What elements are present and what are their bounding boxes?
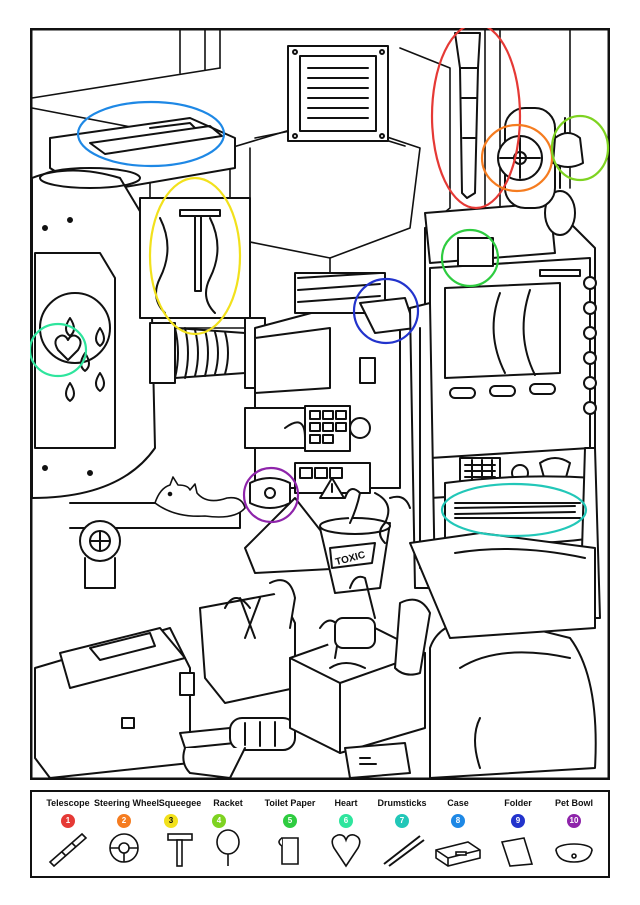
case-icon [435,841,481,867]
legend-item-racket[interactable]: Racket 4 [198,798,258,874]
drumsticks-icon [383,835,425,867]
legend-item-drumsticks[interactable]: Drumsticks 7 [372,798,432,874]
legend-label: Heart [334,798,358,808]
window [139,197,251,319]
folder-icon [500,837,534,867]
sleeping-cat [154,476,246,518]
heart-in-scene [54,334,82,361]
screwdriver [179,717,296,779]
legend-number-badge: 3 [164,814,178,828]
lower-right-console [409,532,596,639]
chair [429,617,597,779]
steering-wheel-icon [109,833,139,863]
legend-number-badge: 8 [451,814,465,828]
legend-item-steering-wheel[interactable]: Steering Wheel 2 [94,798,160,874]
legend-item-telescope[interactable]: Telescope 1 [38,798,98,874]
legend-number-badge: 6 [339,814,353,828]
legend-label: Telescope [46,798,90,808]
legend-number-badge: 2 [117,814,131,828]
legend-number-badge: 5 [283,814,297,828]
legend-item-case[interactable]: Case 8 [428,798,488,874]
legend-number-badge: 4 [212,814,226,828]
scene-illustration: TOXIC [28,22,611,781]
squeegee-icon [167,833,193,867]
legend-label: Racket [213,798,243,808]
drumsticks-in-scene [454,505,576,515]
hidden-object-scene[interactable]: TOXIC [28,22,611,781]
toilet-paper-icon [278,837,299,865]
legend-item-heart[interactable]: Heart 6 [316,798,376,874]
drum-crate [289,575,426,754]
bellows-pipe [149,317,266,389]
marker-squeegee [148,176,242,336]
heart-icon [331,834,361,868]
legend-number-badge: 10 [567,814,581,828]
legend-item-pet-bowl[interactable]: Pet Bowl 10 [544,798,604,874]
legend-number-badge: 1 [61,814,75,828]
crate-bottle [394,598,431,676]
legend-label: Steering Wheel [94,798,160,808]
marker-steering-wheel [480,123,554,193]
toolbox [34,627,195,779]
legend-label: Pet Bowl [554,798,593,808]
legend-item-folder[interactable]: Folder 9 [488,798,548,874]
marker-drumsticks [440,482,588,538]
marker-case [76,100,226,168]
marker-toilet-paper [440,228,500,288]
pet-bowl-in-scene [249,477,291,509]
toxic-bucket: TOXIC [319,488,411,594]
legend-item-toilet-paper[interactable]: Toilet Paper 5 [260,798,320,874]
floor-ticket [344,742,411,779]
item-legend: Telescope 1 Steering Wheel 2 Squeegee 3 … [30,790,610,878]
marker-heart [28,322,88,378]
marker-pet-bowl [242,466,300,524]
legend-number-badge: 7 [395,814,409,828]
racket-icon [216,829,240,866]
pet-bowl-icon [555,843,593,863]
left-tank [31,167,156,499]
legend-label: Drumsticks [377,798,427,808]
legend-item-squeegee[interactable]: Squeegee 3 [150,798,210,874]
legend-label: Case [447,798,469,808]
upper-right-parts [424,107,584,267]
legend-label: Toilet Paper [264,798,316,808]
telescope-icon [48,832,88,868]
ceiling-telescope [454,32,481,199]
legend-label: Folder [504,798,532,808]
legend-label: Squeegee [158,798,202,808]
ceiling-vent [287,45,389,142]
legend-number-badge: 9 [511,814,525,828]
marker-racket [550,114,610,182]
marker-folder [352,277,420,345]
